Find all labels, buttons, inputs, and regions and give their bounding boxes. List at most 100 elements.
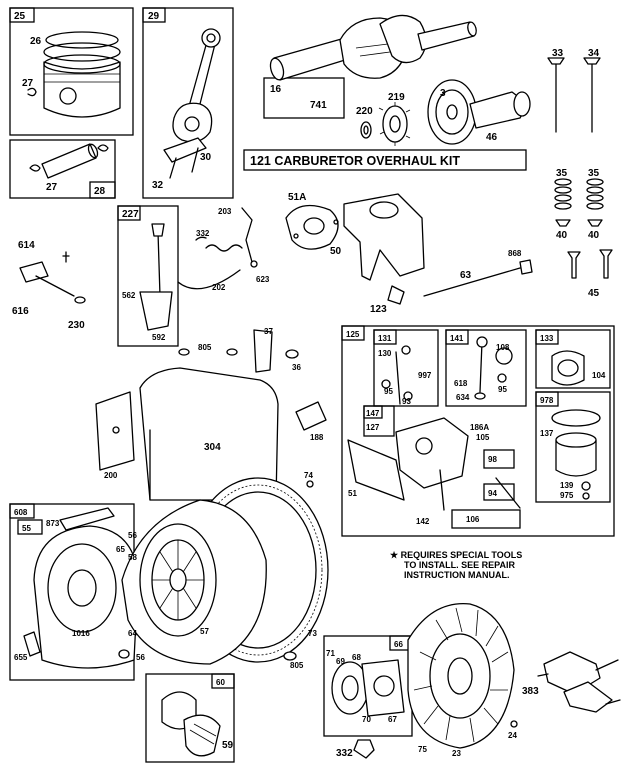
label-123: 123 [370, 304, 387, 315]
cylinder-shroud-304 [139, 367, 279, 501]
starter-dog-group [145, 673, 235, 763]
label-57: 57 [200, 627, 209, 636]
rewind-starter-tab-55 [17, 519, 43, 535]
label-26: 26 [30, 36, 42, 47]
note-line-3: INSTRUCTION MANUAL. [404, 570, 510, 580]
piston-box-tab [9, 7, 35, 23]
part-95a [381, 379, 391, 389]
label-141: 141 [450, 334, 464, 343]
label-35a: 35 [556, 168, 568, 179]
label-70: 70 [362, 715, 371, 724]
intake-pipe [343, 193, 425, 281]
float-bowl [555, 439, 597, 477]
intake-bolt [387, 285, 405, 305]
retainer-left [555, 219, 571, 227]
label-67: 67 [388, 715, 397, 724]
note-line-2: TO INSTALL. SEE REPAIR [404, 560, 516, 570]
piston-body [43, 61, 121, 118]
connecting-rod-box-tab [142, 7, 166, 23]
part-332-link [195, 236, 207, 241]
kit-callout: 121 CARBURETOR OVERHAUL KIT [243, 149, 527, 171]
governor-crank-base [139, 291, 173, 331]
label-32: 32 [152, 180, 164, 191]
label-71: 71 [326, 649, 335, 658]
part-74 [306, 480, 314, 488]
wrist-pin-box [9, 139, 116, 199]
label-40a: 40 [556, 230, 568, 241]
fan-group [407, 603, 518, 749]
label-69: 69 [336, 657, 345, 666]
choke-link-203 [241, 207, 253, 263]
note-line-1: ★ REQUIRES SPECIAL TOOLS [390, 550, 522, 560]
label-56a: 56 [128, 531, 137, 540]
label-16: 16 [270, 84, 282, 95]
part-labels: 25 26 27 27 28 29 30 32 16 741 220 219 3… [12, 11, 606, 759]
box-978 [535, 391, 611, 503]
box-94 [483, 483, 515, 501]
label-220: 220 [356, 106, 373, 117]
armature-group [323, 635, 413, 759]
label-64: 64 [128, 629, 137, 638]
starter-dog-box [145, 673, 235, 763]
label-65: 65 [116, 545, 125, 554]
part-24 [510, 720, 518, 728]
label-55: 55 [22, 524, 31, 533]
label-98: 98 [488, 455, 497, 464]
governor-pin [62, 251, 70, 263]
tappets-group [567, 249, 613, 279]
valve-spring-right [586, 178, 604, 210]
label-51A: 51A [288, 192, 306, 203]
crankshaft-group [263, 14, 477, 119]
valves-group [547, 57, 601, 133]
connecting-rod-box [142, 7, 234, 199]
piston-box [9, 7, 134, 136]
label-130: 130 [378, 349, 392, 358]
tappet-left [567, 251, 581, 279]
piston-top [43, 54, 121, 74]
connecting-rod-group [142, 7, 234, 199]
label-137: 137 [540, 429, 554, 438]
label-73: 73 [308, 629, 317, 638]
valve-springs-group [554, 178, 604, 227]
carburetor-box-tab [341, 325, 365, 341]
part-108 [495, 347, 513, 365]
label-51: 51 [348, 489, 357, 498]
intake-gasket [285, 204, 339, 250]
label-36: 36 [292, 363, 301, 372]
part-93 [403, 391, 413, 401]
part-975 [582, 492, 590, 500]
label-37: 37 [264, 327, 273, 336]
label-50: 50 [330, 246, 342, 257]
label-46: 46 [486, 132, 498, 143]
box-131 [373, 329, 439, 407]
intake-group [285, 193, 533, 305]
part-623 [250, 260, 258, 268]
wrist-pin-group [9, 139, 116, 199]
governor-washer [74, 296, 86, 304]
label-131: 131 [378, 334, 392, 343]
label-74: 74 [304, 471, 313, 480]
piston-ring-top [45, 31, 119, 49]
label-23: 23 [452, 749, 461, 758]
label-608: 608 [14, 508, 28, 517]
piston-ring-mid [43, 42, 121, 62]
part-142-screw [439, 469, 445, 511]
part-634 [474, 392, 486, 400]
label-383: 383 [522, 686, 539, 697]
label-562: 562 [122, 291, 136, 300]
carburetor-group [341, 325, 615, 537]
label-332: 332 [196, 229, 210, 238]
part-868-nut [519, 259, 533, 275]
label-63: 63 [460, 270, 472, 281]
label-219: 219 [388, 92, 405, 103]
label-978: 978 [540, 396, 554, 405]
label-66: 66 [394, 640, 403, 649]
part-67 [361, 659, 405, 717]
label-94: 94 [488, 489, 497, 498]
governor-box [117, 205, 179, 347]
box-133 [535, 329, 611, 389]
bracket-bolt [595, 659, 619, 671]
label-616: 616 [12, 306, 29, 317]
label-106: 106 [466, 515, 480, 524]
pin-clip-right [97, 144, 109, 152]
